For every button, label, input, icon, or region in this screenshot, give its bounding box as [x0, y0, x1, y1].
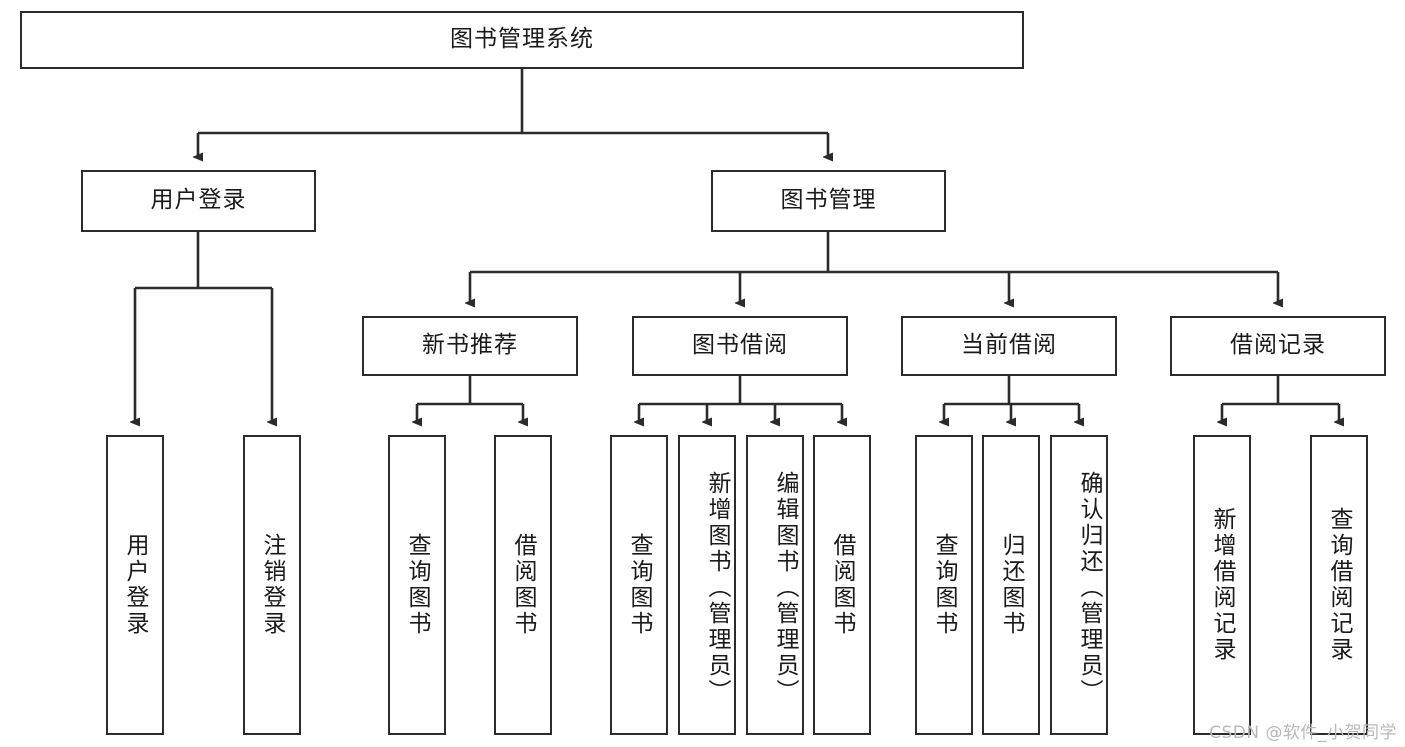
leaf-query-book-recommend-label: 查询图书: [404, 533, 430, 637]
node-root[interactable]: 图书管理系统: [20, 11, 1024, 69]
leaf-logout[interactable]: 注销登录: [243, 435, 301, 735]
leaf-query-book-current-label: 查询图书: [931, 533, 957, 637]
leaf-query-book-current[interactable]: 查询图书: [915, 435, 973, 735]
leaf-edit-book-admin[interactable]: 编辑图书（管理员）: [746, 435, 804, 735]
leaf-confirm-return-admin[interactable]: 确认归还（管理员）: [1050, 435, 1108, 735]
leaf-borrow-book-borrow[interactable]: 借阅图书: [813, 435, 871, 735]
leaf-query-borrow-record[interactable]: 查询借阅记录: [1310, 435, 1368, 735]
leaf-user-login[interactable]: 用户登录: [106, 435, 164, 735]
leaf-add-book-admin[interactable]: 新增图书（管理员）: [678, 435, 736, 735]
leaf-borrow-book-recommend-label: 借阅图书: [510, 533, 536, 637]
leaf-add-book-admin-label: 新增图书（管理员）: [704, 471, 730, 705]
node-root-label: 图书管理系统: [450, 26, 594, 53]
leaf-edit-book-admin-label: 编辑图书（管理员）: [772, 471, 798, 705]
csdn-watermark: CSDN @软件_小贺同学: [1209, 723, 1397, 743]
node-borrow-record[interactable]: 借阅记录: [1170, 316, 1386, 376]
leaf-borrow-book-recommend[interactable]: 借阅图书: [494, 435, 552, 735]
node-book-borrow-label: 图书借阅: [692, 332, 788, 359]
node-new-book-recommend-label: 新书推荐: [422, 332, 518, 359]
node-new-book-recommend[interactable]: 新书推荐: [362, 316, 578, 376]
leaf-confirm-return-admin-label: 确认归还（管理员）: [1076, 471, 1102, 705]
leaf-borrow-book-borrow-label: 借阅图书: [829, 533, 855, 637]
leaf-logout-label: 注销登录: [259, 533, 285, 637]
node-user-login-label: 用户登录: [150, 187, 247, 214]
leaf-add-borrow-record[interactable]: 新增借阅记录: [1193, 435, 1251, 735]
node-book-management-label: 图书管理: [780, 187, 877, 214]
leaf-user-login-label: 用户登录: [122, 533, 148, 637]
leaf-query-borrow-record-label: 查询借阅记录: [1326, 507, 1352, 663]
leaf-query-book-borrow[interactable]: 查询图书: [610, 435, 668, 735]
leaf-add-borrow-record-label: 新增借阅记录: [1209, 507, 1235, 663]
node-user-login[interactable]: 用户登录: [81, 170, 316, 232]
node-current-borrow-label: 当前借阅: [961, 332, 1057, 359]
leaf-query-book-borrow-label: 查询图书: [626, 533, 652, 637]
node-borrow-record-label: 借阅记录: [1230, 332, 1326, 359]
leaf-return-book-label: 归还图书: [998, 533, 1024, 637]
node-book-borrow[interactable]: 图书借阅: [632, 316, 848, 376]
leaf-return-book[interactable]: 归还图书: [982, 435, 1040, 735]
node-current-borrow[interactable]: 当前借阅: [901, 316, 1117, 376]
leaf-query-book-recommend[interactable]: 查询图书: [388, 435, 446, 735]
node-book-management[interactable]: 图书管理: [711, 170, 946, 232]
